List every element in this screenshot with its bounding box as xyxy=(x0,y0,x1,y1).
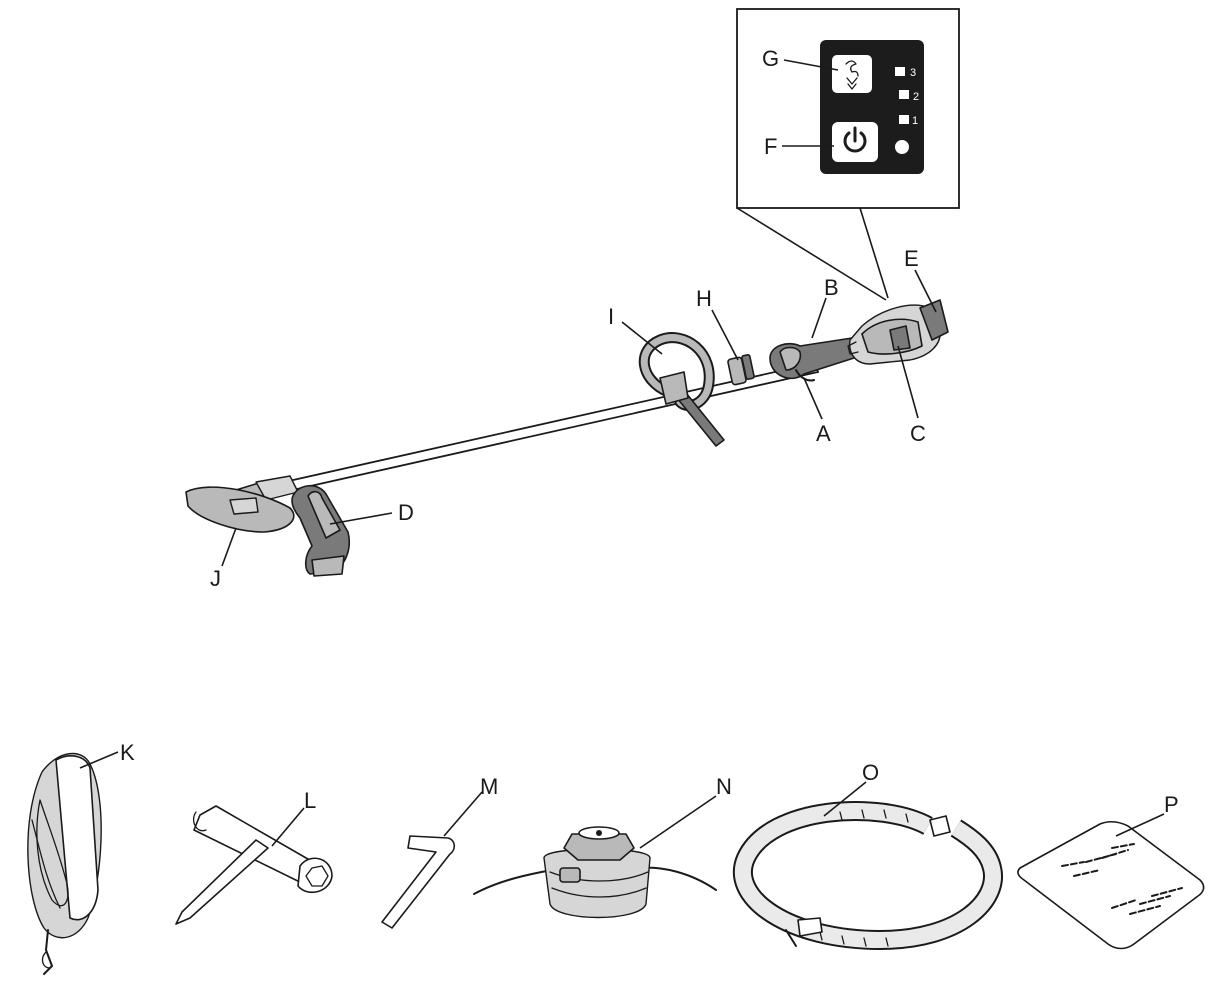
label-g: G xyxy=(762,46,779,71)
box-wrench xyxy=(175,805,333,925)
guide-ring xyxy=(732,801,1003,951)
leader-b xyxy=(811,297,827,339)
loop-handle xyxy=(638,332,725,447)
leader-l xyxy=(271,807,305,847)
hex-key xyxy=(381,835,456,929)
leader-d xyxy=(329,512,393,525)
speed-mode-button xyxy=(830,53,874,95)
label-k: K xyxy=(120,740,135,765)
label-j: J xyxy=(210,566,221,591)
leader-h xyxy=(711,309,739,361)
label-b: B xyxy=(824,275,839,300)
string-trimmer xyxy=(185,269,949,577)
leader-j xyxy=(221,527,237,567)
speed-level-3-lamp xyxy=(895,67,905,76)
speed-level-1-label: 1 xyxy=(912,115,918,127)
power-icon xyxy=(843,126,867,153)
rear-grip xyxy=(769,337,859,382)
leader-c xyxy=(897,345,919,419)
motor-housing xyxy=(847,299,949,365)
control-panel-callout: 3 2 1 xyxy=(736,8,960,301)
leader-m xyxy=(443,791,483,837)
speed-mode-icon xyxy=(845,60,859,90)
leader-i xyxy=(621,321,663,355)
leader-e xyxy=(914,269,937,313)
label-e: E xyxy=(904,246,919,271)
label-o: O xyxy=(862,760,879,785)
speed-level-2-lamp xyxy=(899,90,909,99)
speed-level-2-label: 2 xyxy=(913,91,919,103)
leader-k xyxy=(79,751,119,769)
battery-indicator-lamp xyxy=(893,138,911,156)
label-h: H xyxy=(696,286,712,311)
leader-g xyxy=(783,59,839,71)
label-m: M xyxy=(480,774,498,799)
speed-level-3-label: 3 xyxy=(910,67,916,79)
label-f: F xyxy=(764,134,777,159)
label-p: P xyxy=(1164,792,1179,817)
leader-a xyxy=(803,377,823,420)
leader-n xyxy=(639,795,717,849)
instruction-manual xyxy=(1017,821,1205,950)
leader-p xyxy=(1115,813,1165,837)
label-c: C xyxy=(910,421,926,446)
speed-level-1-lamp xyxy=(899,115,909,124)
label-l: L xyxy=(304,788,316,813)
callout-connector-left xyxy=(736,207,887,301)
loop-handle-clamp xyxy=(659,371,689,405)
nylon-cutter-head xyxy=(473,826,717,919)
label-i: I xyxy=(608,304,614,329)
label-a: A xyxy=(816,421,831,446)
blade-guard xyxy=(291,484,350,577)
label-n: N xyxy=(716,774,732,799)
part-labels: A B C D E F G H I J K L M N O P xyxy=(120,46,1179,817)
label-d: D xyxy=(398,500,414,525)
shaft-clamp xyxy=(727,354,755,386)
shoulder-strap xyxy=(27,752,102,975)
callout-connector-right xyxy=(859,207,889,299)
battery-pack xyxy=(919,299,949,341)
leader-o xyxy=(823,781,867,817)
